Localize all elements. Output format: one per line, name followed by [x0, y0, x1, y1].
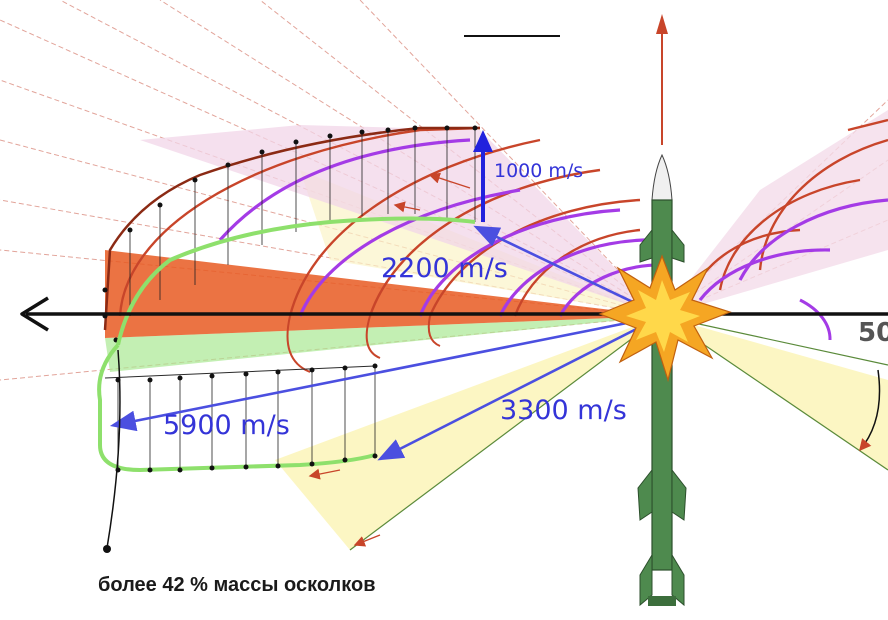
velocity-label-2200: 2200 m/s — [381, 253, 508, 284]
yellow-fragment-zone — [275, 316, 662, 550]
purple-shells-left — [218, 138, 671, 317]
green-envelope — [97, 216, 476, 473]
orange-fragment-beam — [105, 250, 662, 338]
missile-axis-arrow — [656, 14, 668, 145]
flight-axis — [20, 296, 888, 332]
partial-label-right: 50 — [858, 318, 888, 348]
fragment-mass-caption: более 42 % массы осколков — [98, 574, 376, 596]
missile — [637, 153, 687, 607]
velocity-label-1000: 1000 m/s — [494, 160, 584, 182]
green-fragment-band — [105, 316, 662, 372]
velocity-arrow-1000 — [473, 130, 493, 222]
small-direction-arrows — [308, 172, 471, 547]
explosion-burst — [598, 254, 732, 383]
velocity-label-5900: 5900 m/s — [163, 410, 290, 441]
rotation-arrow — [859, 369, 881, 452]
velocity-label-3300: 3300 m/s — [500, 395, 627, 426]
caption-pointer — [103, 349, 121, 553]
